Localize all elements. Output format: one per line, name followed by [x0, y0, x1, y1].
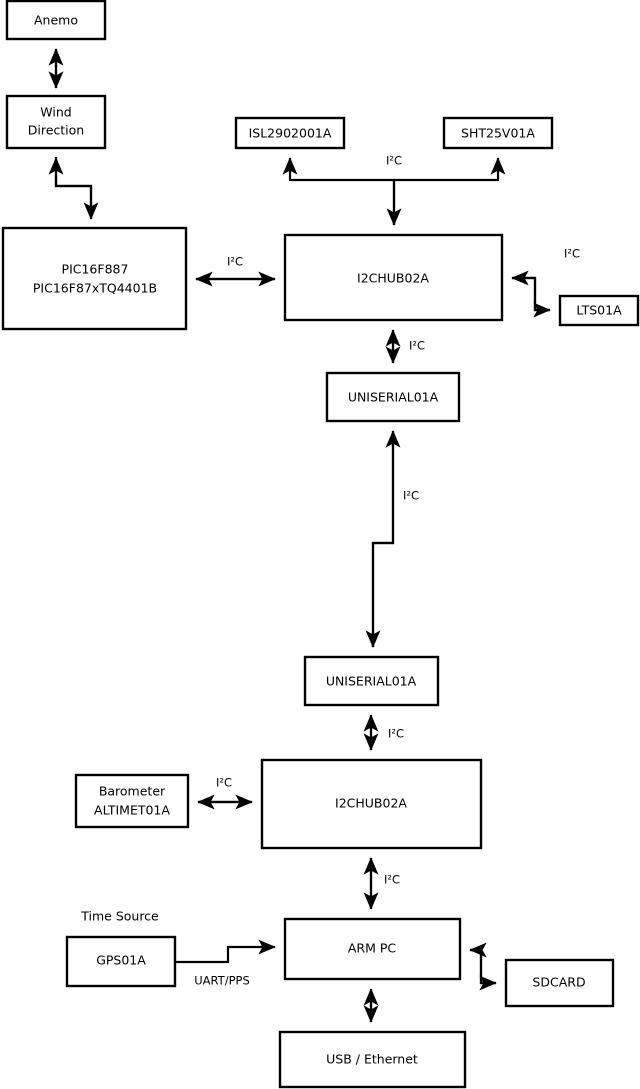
node-i2chub02a-bottom[interactable]: I2CHUB02A: [260, 758, 483, 850]
node-uniserial01a-bottom[interactable]: UNISERIAL01A: [303, 655, 440, 707]
node-gps01a-label: GPS01A: [96, 953, 146, 968]
connection-uniser-uniser: [365, 430, 401, 648]
node-sht25v01a-label: SHT25V01A: [461, 126, 535, 141]
node-wind-direction[interactable]: Wind Direction: [5, 94, 107, 150]
node-i2chub02a-bottom-label: I2CHUB02A: [335, 796, 407, 811]
edge-label-i2c-hub-lts: I²C: [564, 247, 580, 261]
node-uniserial01a-top[interactable]: UNISERIAL01A: [325, 371, 461, 423]
node-isl2902001a[interactable]: ISL2902001A: [234, 116, 346, 150]
node-anemo[interactable]: Anemo: [5, 0, 107, 41]
edge-label-i2c-pic-hub: I²C: [227, 255, 243, 269]
time-source-label: Time Source: [80, 909, 159, 924]
edge-label-uart-pps: UART/PPS: [194, 974, 250, 988]
node-lts01a[interactable]: LTS01A: [558, 294, 640, 327]
label-layer: Time Source I²C I²C I²C I²C I²C I²C I²C …: [80, 154, 580, 988]
edge-label-i2c-baro-hub: I²C: [216, 776, 232, 790]
node-i2chub02a-top[interactable]: I2CHUB02A: [283, 233, 504, 322]
node-sdcard[interactable]: SDCARD: [504, 958, 615, 1008]
node-i2chub02a-top-label: I2CHUB02A: [357, 271, 429, 286]
connection-gps-armpc: [175, 939, 276, 964]
edge-label-i2c-hub-armpc: I²C: [384, 873, 400, 887]
connection-hub-sensors-bus: [282, 157, 506, 226]
connection-wind-pic: [48, 157, 99, 220]
node-anemo-label: Anemo: [34, 13, 78, 28]
connection-armpc-sdcard: [469, 942, 497, 991]
node-barometer-label: Barometer: [99, 784, 166, 799]
node-usb-ethernet[interactable]: USB / Ethernet: [278, 1030, 467, 1089]
node-wind-direction-label2: Direction: [28, 123, 84, 138]
node-arm-pc-label: ARM PC: [348, 941, 397, 956]
node-lts01a-label: LTS01A: [576, 303, 622, 318]
node-pic-mcu[interactable]: PIC16F887 PIC16F87xTQ4401B: [1, 226, 188, 331]
node-usb-ethernet-label: USB / Ethernet: [326, 1052, 418, 1067]
node-uniserial01a-top-label: UNISERIAL01A: [348, 390, 439, 405]
node-wind-direction-label: Wind: [40, 105, 71, 120]
node-uniserial01a-bottom-label: UNISERIAL01A: [326, 674, 417, 689]
node-isl2902001a-label: ISL2902001A: [249, 126, 332, 141]
edge-label-i2c-sensors: I²C: [386, 154, 402, 168]
node-sht25v01a[interactable]: SHT25V01A: [442, 116, 554, 150]
node-pic-mcu-label: PIC16F887: [62, 262, 129, 277]
node-pic-mcu-label2: PIC16F87xTQ4401B: [33, 281, 157, 296]
node-barometer[interactable]: Barometer ALTIMET01A: [74, 773, 190, 829]
edge-label-i2c-uniser-uniser: I²C: [403, 489, 419, 503]
edge-label-i2c-uniser-hub-bot: I²C: [388, 727, 404, 741]
connection-hub-lts: [511, 270, 551, 318]
node-gps01a[interactable]: GPS01A: [65, 935, 177, 988]
edge-label-i2c-hub-uniser: I²C: [409, 339, 425, 353]
node-sdcard-label: SDCARD: [532, 975, 585, 990]
connection-layer: [48, 48, 551, 1023]
node-arm-pc[interactable]: ARM PC: [283, 917, 462, 981]
node-barometer-label2: ALTIMET01A: [94, 803, 170, 818]
